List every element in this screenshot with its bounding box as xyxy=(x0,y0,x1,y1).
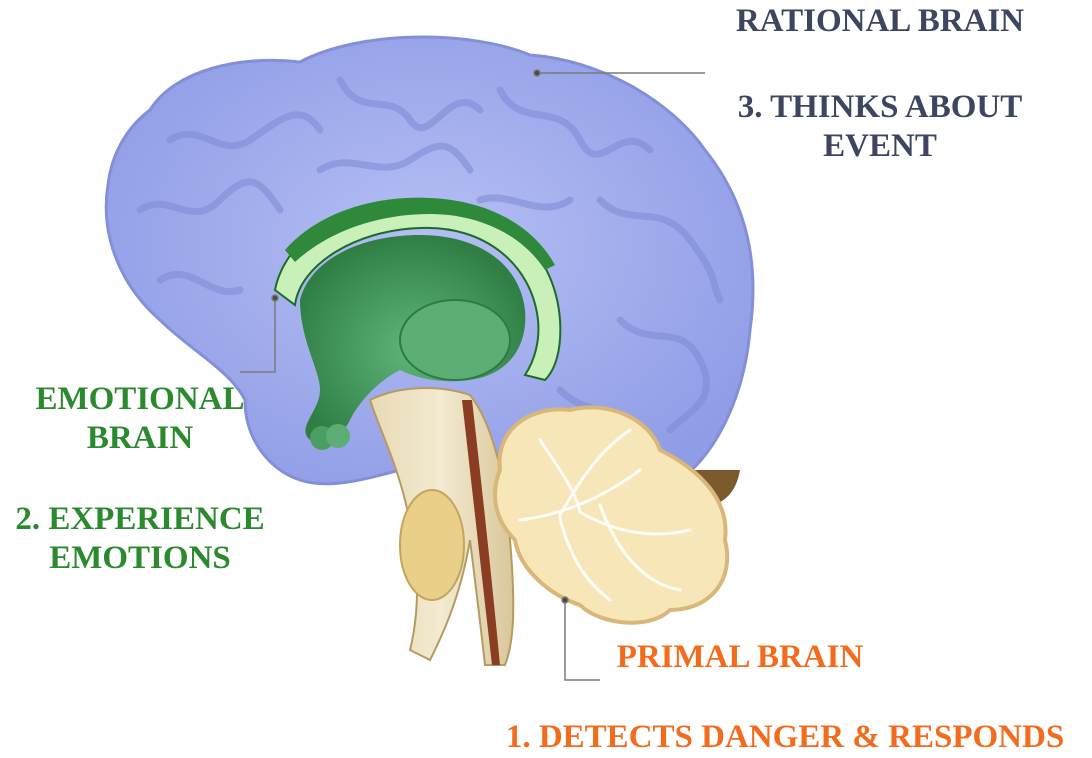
primal-leader-dot xyxy=(562,597,568,603)
rational-leader-dot xyxy=(534,70,540,76)
primal-brain-step: 1. DETECTS DANGER & RESPONDS xyxy=(480,718,1090,757)
rational-brain-title: RATIONAL BRAIN xyxy=(700,2,1060,41)
primal-brain-title: PRIMAL BRAIN xyxy=(600,638,880,677)
emotional-brain-step: 2. EXPERIENCE EMOTIONS xyxy=(0,500,280,578)
amygdala-2 xyxy=(326,424,350,448)
rational-brain-step: 3. THINKS ABOUT EVENT xyxy=(700,88,1060,166)
emotional-brain-title: EMOTIONAL BRAIN xyxy=(0,380,280,458)
emotional-leader-dot xyxy=(272,295,278,301)
thalamus xyxy=(400,300,510,380)
pons xyxy=(400,490,464,600)
